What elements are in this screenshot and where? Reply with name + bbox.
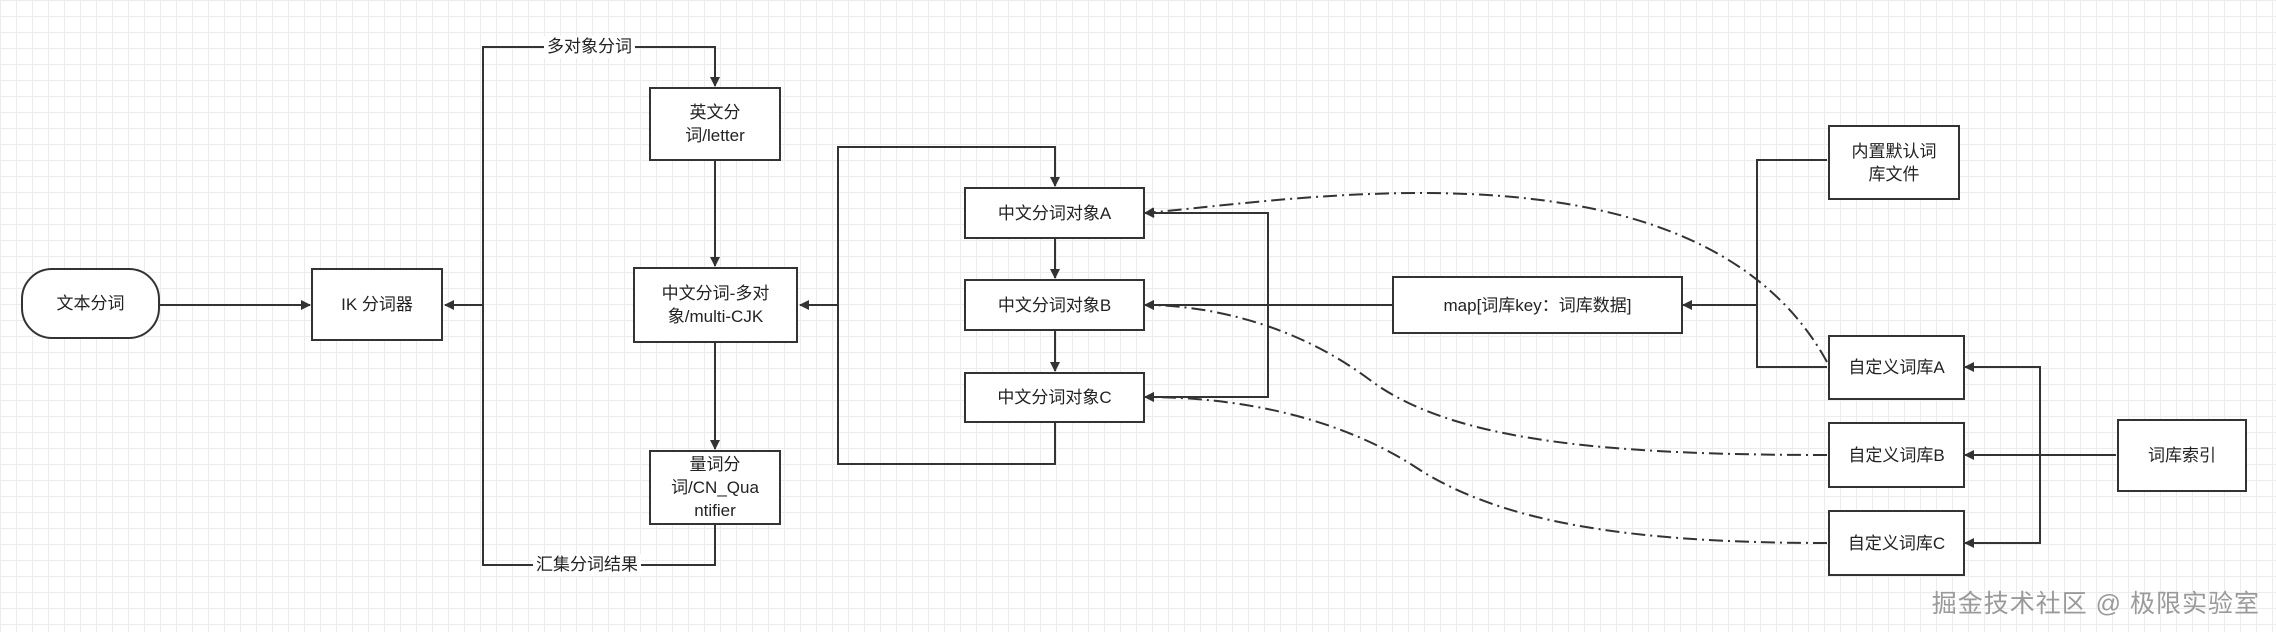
node-custom-dictionary-c: 自定义词库C [1828,510,1965,576]
watermark: 掘金技术社区 @ 极限实验室 [1931,590,2260,618]
node-english-segmenter: 英文分 词/letter [649,87,781,161]
edge-objects-loop-top [837,146,1060,305]
dashed-custom-b-to-obj-b [1144,300,1828,456]
edge-builtin-to-map [1682,159,1827,310]
node-object-c: 中文分词对象C [964,372,1145,423]
edge-bracket-to-a [1144,208,1269,305]
node-builtin-dictionary: 内置默认词 库文件 [1828,125,1960,200]
node-custom-dictionary-b: 自定义词库B [1828,422,1965,488]
node-quantifier-segmenter: 量词分 词/CN_Qua ntifier [649,450,781,525]
edge-collect-to-ik [444,300,716,566]
node-dictionary-map: map[词库key：词库数据] [1392,276,1683,334]
node-cjk-segmenter: 中文分词-多对 象/multi-CJK [633,267,798,343]
node-dictionary-index: 词库索引 [2117,419,2247,492]
edge-index-to-custom-c [1964,455,2041,548]
dashed-custom-c-to-obj-c [1144,392,1828,544]
edge-objects-loop-bottom [799,300,1056,465]
edge-label-multi-object: 多对象分词 [544,36,635,58]
node-custom-dictionary-a: 自定义词库A [1828,335,1965,400]
node-ik-analyzer: IK 分词器 [311,268,443,341]
node-object-a: 中文分词对象A [964,187,1145,239]
edge-bracket-to-c [1144,305,1269,402]
edge-label-collect-results: 汇集分词结果 [533,554,641,576]
edge-custom-a-to-map [1756,305,1827,368]
edge-index-to-custom-a [1964,362,2041,455]
node-text-segmentation: 文本分词 [21,268,160,339]
node-object-b: 中文分词对象B [964,279,1145,331]
dashed-custom-a-to-obj-a [1144,192,1828,363]
